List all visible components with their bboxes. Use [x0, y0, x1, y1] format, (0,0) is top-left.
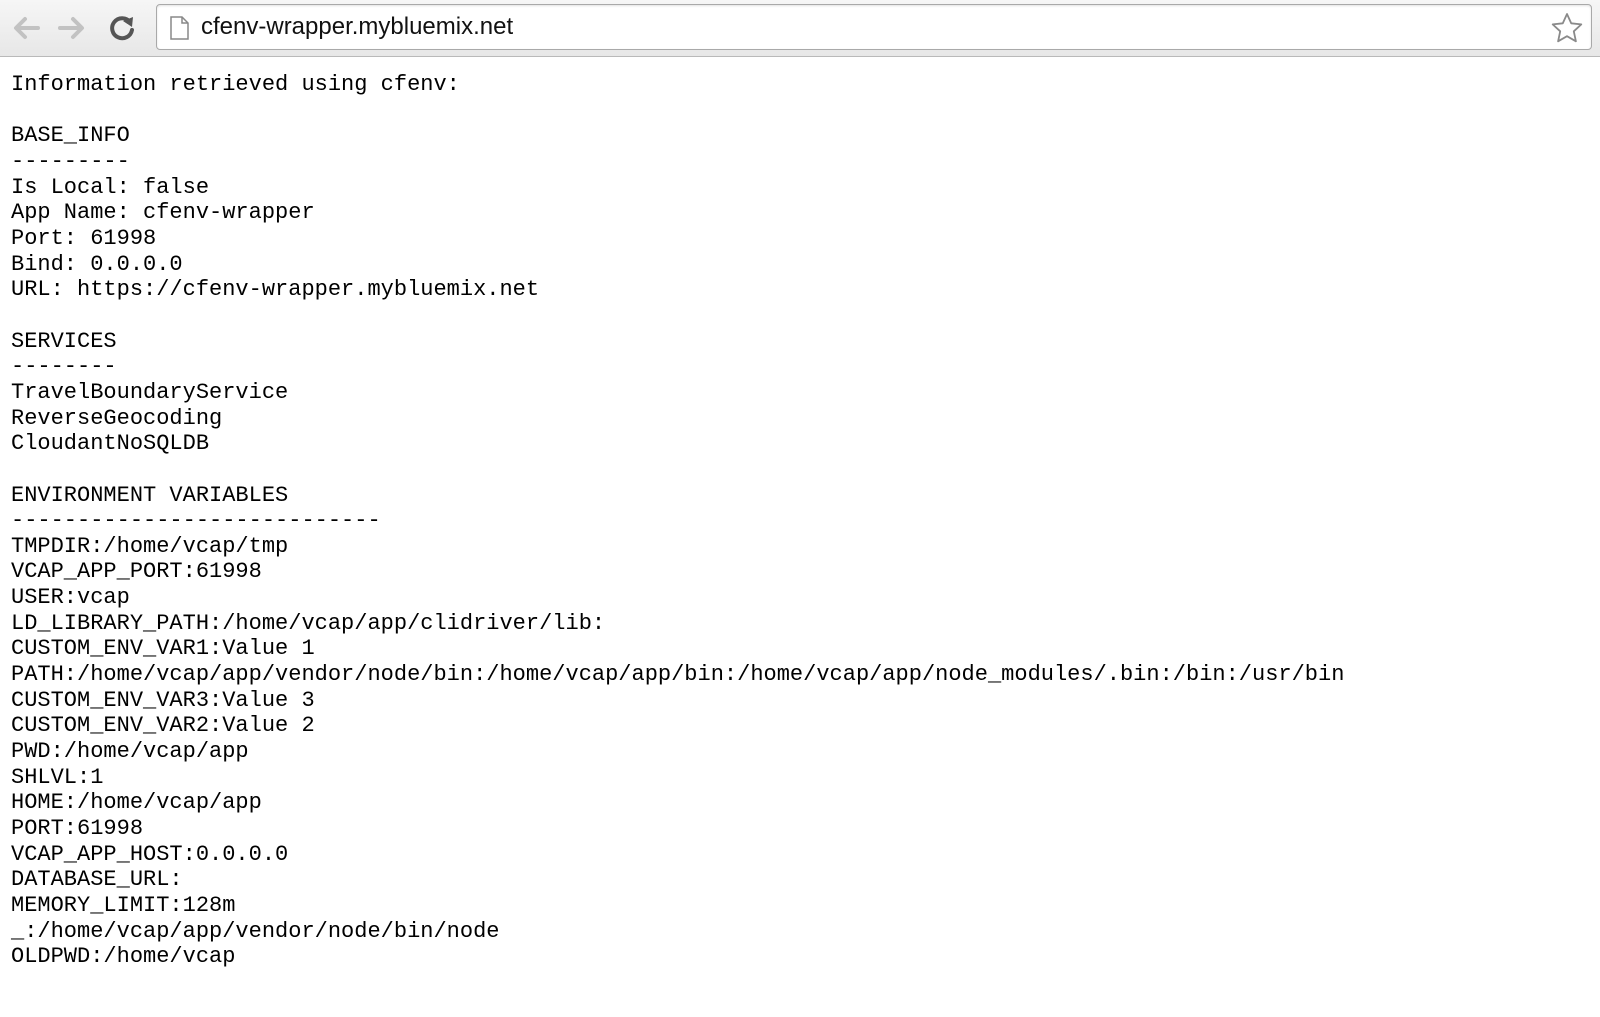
env-var-line: SHLVL:1 — [11, 764, 104, 790]
env-var-line: PORT:61998 — [11, 816, 144, 842]
base-info-underline: --------- — [11, 148, 130, 174]
services-underline: -------- — [11, 354, 117, 380]
env-var-line: CUSTOM_ENV_VAR3:Value 3 — [11, 687, 315, 713]
page-icon — [170, 16, 189, 40]
blank-line — [11, 303, 1600, 329]
blank-line — [11, 457, 1600, 483]
url-text[interactable]: cfenv-wrapper.mybluemix.net — [201, 13, 514, 40]
blank-line — [11, 98, 1600, 124]
base-info-line: App Name: cfenv-wrapper — [11, 200, 315, 226]
env-var-line: TMPDIR:/home/vcap/tmp — [11, 533, 289, 559]
intro-text: Information retrieved using cfenv: — [11, 72, 460, 97]
arrow-left-icon — [14, 17, 40, 39]
env-var-line: CUSTOM_ENV_VAR2:Value 2 — [11, 713, 315, 739]
base-info-line: Port: 61998 — [11, 225, 157, 251]
page-content: Information retrieved using cfenv: BASE_… — [0, 57, 1600, 1017]
forward-button[interactable] — [52, 8, 92, 48]
reload-button[interactable] — [102, 8, 142, 48]
env-vars-underline: ---------------------------- — [11, 508, 381, 534]
env-var-line: _:/home/vcap/app/vendor/node/bin/node — [11, 918, 500, 944]
env-var-line: USER:vcap — [11, 585, 130, 611]
env-var-line: MEMORY_LIMIT:128m — [11, 893, 236, 918]
address-bar[interactable]: cfenv-wrapper.mybluemix.net — [156, 4, 1592, 50]
base-info-heading: BASE_INFO — [11, 123, 130, 149]
back-button[interactable] — [6, 8, 46, 48]
base-info-line: Is Local: false — [11, 174, 210, 200]
base-info-line: Bind: 0.0.0.0 — [11, 251, 183, 277]
env-var-line: CUSTOM_ENV_VAR1:Value 1 — [11, 636, 315, 662]
env-var-line: LD_LIBRARY_PATH:/home/vcap/app/clidriver… — [11, 610, 606, 636]
services-heading: SERVICES — [11, 328, 117, 354]
env-var-line: OLDPWD:/home/vcap — [11, 944, 236, 970]
service-line: ReverseGeocoding — [11, 405, 223, 431]
reload-icon — [110, 16, 134, 41]
env-vars-heading: ENVIRONMENT VARIABLES — [11, 482, 289, 508]
plain-text-body: Information retrieved using cfenv: BASE_… — [0, 57, 1600, 970]
star-icon[interactable] — [1551, 12, 1583, 44]
env-var-line: HOME:/home/vcap/app — [11, 790, 262, 816]
arrow-right-icon — [58, 17, 84, 39]
service-line: TravelBoundaryService — [11, 379, 289, 405]
env-var-line: VCAP_APP_HOST:0.0.0.0 — [11, 841, 289, 867]
browser-toolbar: cfenv-wrapper.mybluemix.net — [0, 0, 1600, 57]
service-line: CloudantNoSQLDB — [11, 431, 210, 457]
env-var-line: DATABASE_URL: — [11, 867, 183, 893]
base-info-line: URL: https://cfenv-wrapper.mybluemix.net — [11, 277, 540, 303]
env-var-line: PWD:/home/vcap/app — [11, 739, 249, 765]
env-var-line: VCAP_APP_PORT:61998 — [11, 559, 262, 585]
env-var-line: PATH:/home/vcap/app/vendor/node/bin:/hom… — [11, 662, 1345, 688]
